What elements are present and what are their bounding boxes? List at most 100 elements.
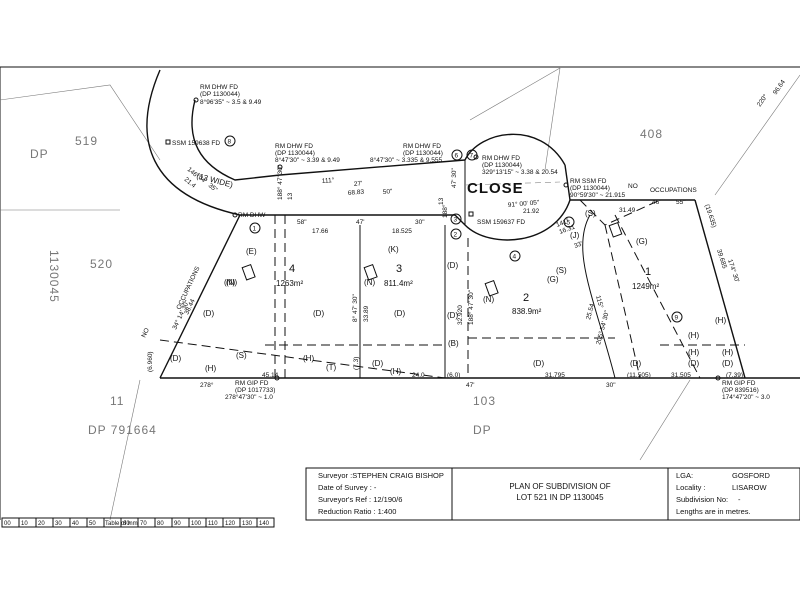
ssm-marker-2 [468, 211, 474, 217]
scale-tick-label: 130 [242, 521, 253, 527]
neighbour-label-dp-791664: DP 791664 [88, 423, 157, 437]
mark5-title: RM SSM FD [570, 178, 607, 185]
ratio-value: 1:400 [377, 507, 397, 516]
rm-dhw-marker-1 [193, 97, 199, 103]
cul-de-sac-chord [464, 181, 561, 186]
rm-dhw-marker-2 [277, 164, 283, 170]
building-marker-lot1 [608, 222, 623, 238]
station-4: 4 [513, 254, 517, 261]
easement-line-cross [579, 199, 661, 226]
lot1-east-boundary [694, 199, 746, 379]
mark2-dp: (DP 1130044) [275, 150, 315, 157]
station-5: 5 [567, 220, 571, 227]
lot-3-number: 3 [396, 263, 402, 275]
easement-h-1: (H) [715, 316, 726, 325]
rm-ssm-marker [563, 182, 569, 188]
dim-30-south: 30" [606, 382, 616, 389]
dim-4514: 45.14 [262, 372, 279, 379]
subdivision-value: - [738, 495, 741, 504]
mark4-title: RM DHW FD [482, 155, 520, 162]
easement-e: (E) [246, 247, 257, 256]
easement-s-west: (S) [236, 351, 247, 360]
dim-55: 55" [676, 199, 686, 206]
mark1-title: RM DHW FD [200, 84, 238, 91]
scale-tick-label: 10 [21, 521, 28, 527]
dim-6883: 68.83 [348, 189, 365, 197]
station-6: 6 [455, 153, 459, 160]
lga-label: LGA: [676, 471, 694, 480]
ssm-label-1: SSM 159638 FD [172, 140, 220, 147]
no-label-east: NO [628, 183, 638, 190]
easement-n-lot4b: (N) [224, 278, 235, 287]
date-row: Date of Survey : - [318, 483, 376, 493]
neighbour-boundary-519 [0, 84, 161, 161]
ssm-label-2: SSM 159637 FD [477, 219, 525, 226]
dim-188-47-30: 188° 47' 30" [276, 164, 284, 200]
rm-dhw-marker-4 [473, 154, 479, 160]
dim-35: 35" [207, 182, 219, 194]
dim-30: 30" [415, 219, 425, 226]
dim-47-30: 47' 30" [451, 167, 458, 188]
scale-tick-label: 70 [140, 521, 147, 527]
easement-d-lot3a: (D) [447, 261, 458, 270]
dim-9664: 96.64 [772, 78, 787, 96]
lot-3-area: 811.4m² [384, 279, 413, 288]
scale-tick-label: 00 [4, 521, 11, 527]
neighbour-boundary-408c [714, 74, 800, 196]
easement-j: (J) [570, 231, 580, 240]
dim-33: 33' [573, 240, 583, 249]
dim-04: 04' [197, 174, 208, 185]
easement-d-west: (D) [170, 354, 181, 363]
scale-tick-label: 40 [72, 521, 79, 527]
dim-27: 27' [354, 180, 363, 188]
locality-value: LISAROW [732, 483, 767, 492]
lot-1-number: 1 [645, 266, 651, 278]
dim-19635: (19.635) [703, 203, 717, 228]
easement-d-lot1b: (D) [688, 359, 699, 368]
cul-de-sac-east-side [564, 164, 571, 201]
neighbour-label-520: 520 [90, 257, 113, 271]
mark2-title: RM DHW FD [275, 143, 313, 150]
gip1-dp: (DP 1017733) [235, 387, 275, 394]
scale-tick-label: 60 [123, 521, 130, 527]
plan-title-2: LOT 521 IN DP 1130045 [516, 493, 604, 502]
dim-32920: 32.920 [457, 305, 464, 325]
dim-240: 24.0 [412, 372, 425, 379]
dim-188: 188° [441, 204, 449, 218]
lga-value: GOSFORD [732, 471, 770, 480]
easement-s-2: (S) [556, 266, 567, 275]
mark3-bearing: 8°47'30" ~ 3.335 & 9.555 [370, 156, 442, 164]
lot4-west-boundary [159, 214, 241, 379]
surveyor-label: Surveyor : [318, 471, 353, 480]
easement-d-lot3c: (D) [394, 309, 405, 318]
lot-1-area: 1249m² [632, 282, 659, 291]
dim-13: 13 [438, 197, 445, 205]
rm-gip-marker-2 [715, 375, 721, 381]
mark2-bearing: 8°47'30" ~ 3.39 & 9.49 [275, 156, 340, 164]
dim-58: 58" [297, 219, 307, 226]
station-circles: 1 2 3 4 5 6 7 8 9 [224, 135, 683, 323]
easement-b: (B) [448, 339, 459, 348]
easement-n-lot4: (N) [226, 278, 237, 287]
dim-2554: 25.54 [585, 303, 596, 321]
neighbour-boundary-103 [639, 379, 691, 461]
easement-s-1: (S) [585, 209, 596, 218]
easement-h-south: (H) [390, 367, 401, 376]
lot-4-number: 4 [289, 263, 295, 275]
road-boundary-south [146, 69, 455, 216]
ssm-marker-1 [165, 139, 171, 145]
station-7: 7 [470, 153, 474, 160]
gip2-dp: (DP 839516) [722, 387, 759, 394]
easement-h-2: (H) [688, 348, 699, 357]
scale-tick-label: 20 [38, 521, 45, 527]
rm-gip-marker-1 [274, 375, 280, 381]
easement-h-mid: (H) [303, 354, 314, 363]
lot-2-area: 838.9m² [512, 307, 542, 316]
mark1-dp: (DP 1130044) [200, 91, 240, 98]
easement-line-diagonal [159, 339, 446, 379]
easement-k: (K) [388, 245, 399, 254]
scale-tick-label: 110 [208, 521, 218, 527]
gip1-bearing: 278°47'30" ~ 1.0 [225, 393, 273, 401]
ref-row: Surveyor's Ref : 12/190/6 [318, 495, 402, 505]
